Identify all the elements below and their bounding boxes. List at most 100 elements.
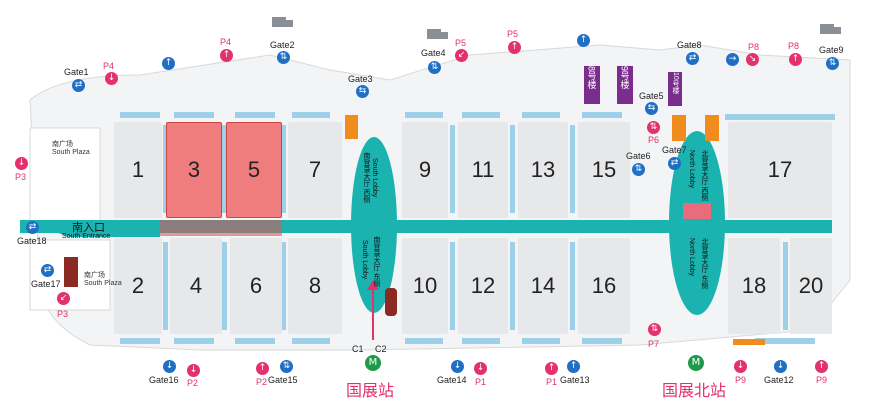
hall-number: 14 bbox=[530, 273, 556, 298]
gate-13-label: Gate13 bbox=[560, 375, 590, 385]
hall-number: 11 bbox=[471, 157, 495, 182]
south-plaza-area bbox=[29, 127, 101, 224]
gate-17-label: Gate17 bbox=[31, 279, 61, 289]
hall-number: 17 bbox=[767, 157, 793, 182]
parking-p8-icon[interactable]: ↘ bbox=[746, 53, 759, 66]
hall-5[interactable]: 5 bbox=[226, 122, 282, 218]
parking-p3-icon[interactable]: ↓ bbox=[15, 157, 28, 170]
parking-p5-icon[interactable]: ↙ bbox=[455, 49, 468, 62]
south-entrance-cn: 南入口 bbox=[72, 222, 105, 234]
parking-p3-label: P3 bbox=[15, 172, 27, 182]
hall-16[interactable]: 16 bbox=[578, 238, 630, 334]
hall-17[interactable]: 17 bbox=[728, 122, 832, 218]
hall-8[interactable]: 8 bbox=[288, 238, 342, 334]
hall-2[interactable]: 2 bbox=[114, 238, 162, 334]
parking-p1-icon-2[interactable]: ↑ bbox=[545, 362, 558, 375]
hall-15[interactable]: 15 bbox=[578, 122, 630, 218]
hall-11[interactable]: 11 bbox=[458, 122, 508, 218]
gate-12-icon[interactable]: ↓ bbox=[774, 360, 787, 373]
gate-14-icon[interactable]: ↓ bbox=[451, 360, 464, 373]
parking-p4-icon-2[interactable]: ↑ bbox=[220, 49, 233, 62]
parking-p4-icon[interactable]: ↓ bbox=[105, 72, 118, 85]
north-lobby-west-label: 北登录大厅 西侧 bbox=[701, 150, 708, 201]
parking-p2-label-2: P2 bbox=[256, 377, 268, 387]
gate-3-icon[interactable]: ⇆ bbox=[356, 85, 369, 98]
north-lobby-east-label: 北登录大厅 东侧 bbox=[701, 238, 708, 289]
gate-2-label: Gate2 bbox=[270, 40, 295, 50]
gate-direction-icon[interactable]: ↑ bbox=[577, 34, 590, 47]
orange-marker bbox=[733, 339, 765, 345]
south-lobby-oval bbox=[351, 137, 397, 313]
gate-direction-icon[interactable]: ↑ bbox=[162, 57, 175, 70]
gate-2-icon[interactable]: ⇅ bbox=[277, 51, 290, 64]
gate-9-label: Gate9 bbox=[819, 45, 844, 55]
parking-p8-icon-2[interactable]: ↑ bbox=[789, 53, 802, 66]
hall-number: 1 bbox=[131, 157, 145, 182]
hall-3[interactable]: 3 bbox=[166, 122, 222, 218]
south-entrance-en: South Entrance bbox=[62, 233, 111, 240]
hall-14[interactable]: 14 bbox=[518, 238, 568, 334]
gate-8-icon[interactable]: ⇄ bbox=[686, 52, 699, 65]
blue-strips bbox=[120, 112, 835, 344]
orange-marker bbox=[705, 115, 719, 141]
gate-4-label: Gate4 bbox=[421, 48, 446, 58]
gate-8-label: Gate8 bbox=[677, 40, 702, 50]
gate-1-icon[interactable]: ⇄ bbox=[72, 79, 85, 92]
gate-18-icon[interactable]: ⇄ bbox=[26, 221, 39, 234]
hall-9[interactable]: 9 bbox=[402, 122, 448, 218]
hall-1[interactable]: 1 bbox=[114, 122, 162, 218]
parking-p9-label: P9 bbox=[735, 375, 747, 385]
hall-10[interactable]: 10 bbox=[402, 238, 448, 334]
pink-marker bbox=[683, 203, 711, 219]
hall-number: 10 bbox=[412, 273, 438, 298]
hall-12[interactable]: 12 bbox=[458, 238, 508, 334]
parking-p2-icon[interactable]: ↓ bbox=[187, 364, 200, 377]
gate-7-icon[interactable]: ⇄ bbox=[668, 157, 681, 170]
north-lobby-west-en: North Lobby bbox=[688, 150, 695, 189]
gate-9-icon[interactable]: ⇅ bbox=[826, 57, 839, 70]
parking-p9-icon-2[interactable]: ↑ bbox=[815, 360, 828, 373]
hall-20[interactable]: 20 bbox=[790, 238, 832, 334]
hall-13[interactable]: 13 bbox=[518, 122, 568, 218]
gate-direction-icon[interactable]: → bbox=[726, 53, 739, 66]
metro-icon[interactable]: M bbox=[365, 355, 381, 371]
metro-icon[interactable]: M bbox=[688, 355, 704, 371]
hall-number: 7 bbox=[308, 157, 322, 182]
gate-4-icon[interactable]: ⇅ bbox=[428, 61, 441, 74]
gate-15-icon[interactable]: ⇅ bbox=[280, 360, 293, 373]
parking-p9-icon[interactable]: ↓ bbox=[734, 360, 747, 373]
hall-18[interactable]: 18 bbox=[728, 238, 780, 334]
parking-p2-icon-2[interactable]: ↑ bbox=[256, 362, 269, 375]
south-plaza-en: South Plaza bbox=[84, 280, 122, 287]
parking-p5-label-2: P5 bbox=[507, 29, 519, 39]
hall-4[interactable]: 4 bbox=[170, 238, 222, 334]
gate-3-label: Gate3 bbox=[348, 74, 373, 84]
parking-p3-icon-2[interactable]: ↙ bbox=[57, 292, 70, 305]
hall-number: 5 bbox=[247, 157, 261, 182]
hall-number: 8 bbox=[308, 273, 322, 298]
parking-p6-icon[interactable]: ⇅ bbox=[647, 121, 660, 134]
hall-number: 9 bbox=[418, 157, 432, 182]
hall-number: 2 bbox=[131, 273, 145, 298]
parking-p3-label-2: P3 bbox=[57, 309, 69, 319]
gate-14-label: Gate14 bbox=[437, 375, 467, 385]
north-lobby-east-en: North Lobby bbox=[688, 238, 695, 277]
parking-p2-label: P2 bbox=[187, 378, 199, 388]
gate-6-icon[interactable]: ⇅ bbox=[632, 163, 645, 176]
gate-18-label: Gate18 bbox=[17, 236, 47, 246]
gate-13-icon[interactable]: ↑ bbox=[567, 360, 580, 373]
parking-p1-label: P1 bbox=[475, 377, 487, 387]
south-entrance-wedge bbox=[58, 233, 160, 237]
gate-5-icon[interactable]: ⇆ bbox=[645, 102, 658, 115]
parking-p7-label: P7 bbox=[648, 339, 660, 349]
parking-p8-label-2: P8 bbox=[788, 41, 800, 51]
hall-number: 20 bbox=[798, 273, 824, 298]
gate-17-icon[interactable]: ⇄ bbox=[41, 264, 54, 277]
gate-16-icon[interactable]: ↓ bbox=[163, 360, 176, 373]
parking-p5-icon-2[interactable]: ↑ bbox=[508, 41, 521, 54]
parking-p7-icon[interactable]: ⇅ bbox=[648, 323, 661, 336]
hall-6[interactable]: 6 bbox=[230, 238, 282, 334]
parking-p1-icon[interactable]: ↓ bbox=[474, 362, 487, 375]
hall-number: 3 bbox=[187, 157, 201, 182]
hall-7[interactable]: 7 bbox=[288, 122, 342, 218]
